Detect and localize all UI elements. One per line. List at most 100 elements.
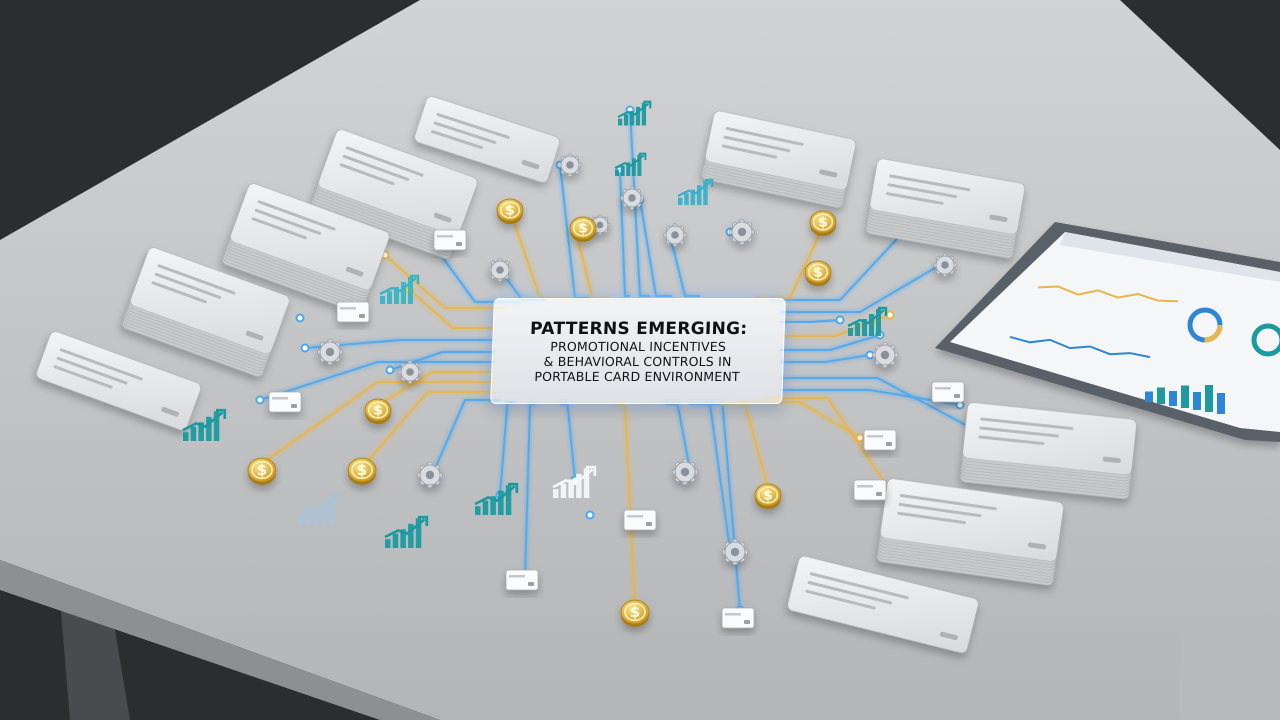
gear-icon: [722, 539, 748, 565]
table-edge: [0, 560, 440, 720]
wire-28: [780, 264, 941, 313]
table-corner: [1180, 620, 1280, 720]
wire-6: [369, 371, 495, 411]
svg-text:$: $: [578, 221, 588, 237]
wire-7: [259, 381, 495, 466]
card-stack: [221, 183, 390, 313]
tablet-bar: [1193, 392, 1201, 410]
wire-node: [585, 510, 595, 520]
wire-9: [429, 399, 500, 481]
wire-35: [619, 169, 630, 297]
table-leg-left: [60, 600, 130, 720]
gear-icon: [872, 342, 898, 368]
card-single: [414, 96, 560, 183]
icon-layer: $$$$$$$$$: [182, 100, 965, 629]
wire-16: [665, 403, 691, 471]
card-stacks: [36, 96, 1137, 654]
gear-icon: [672, 459, 698, 485]
trend-chart-icon: [379, 274, 420, 304]
card-stack: [876, 478, 1064, 586]
trend-chart-icon: [617, 100, 652, 126]
tablet-bar: [1145, 391, 1153, 402]
mini-card-icon: [268, 391, 302, 413]
wire-23: [780, 377, 976, 431]
wire-11: [524, 403, 535, 581]
tablet-dashboard: [935, 222, 1280, 442]
wire-41: [384, 254, 505, 309]
wire-8: [359, 391, 495, 471]
trend-chart-icon: [552, 465, 597, 498]
gear-icon: [729, 219, 755, 245]
wire-21: [765, 397, 891, 491]
wire-22: [780, 389, 961, 406]
dollar-coin-icon: $: [620, 599, 650, 627]
dollar-coin-icon: $: [809, 210, 837, 237]
mini-card-icon: [863, 429, 897, 451]
tablet-gauge: [1251, 323, 1280, 357]
tablet-bar-chart: [1145, 385, 1225, 414]
mini-card-icon: [853, 479, 887, 501]
wire-19: [720, 403, 771, 496]
wire-12: [560, 403, 576, 481]
card-single: [787, 555, 979, 654]
gear-icon: [933, 253, 957, 277]
dollar-coin-icon: $: [804, 260, 832, 287]
svg-text:$: $: [357, 462, 367, 479]
wire-29: [770, 224, 911, 301]
mini-card-icon: [931, 381, 965, 403]
trend-chart-icon: [182, 408, 227, 441]
wire-node: [885, 310, 895, 320]
card-stack: [309, 129, 478, 259]
headline-line-2: PROMOTIONAL INCENTIVES: [550, 338, 727, 354]
dollar-coin-icon: $: [364, 398, 392, 425]
tablet-bar: [1217, 393, 1225, 414]
trend-chart-icon: [297, 492, 342, 525]
card-stack: [959, 402, 1137, 500]
trend-chart-icon: [384, 515, 429, 548]
trend-chart-icon: [474, 482, 519, 515]
tablet-header-bar: [1060, 232, 1280, 282]
tablet-line-series: [1037, 285, 1179, 303]
wire-33: [639, 199, 672, 297]
card-stack: [865, 158, 1026, 259]
trend-chart-icon: [677, 178, 714, 205]
gear-icon: [488, 258, 512, 282]
gear-icon: [663, 223, 687, 247]
headline-line-4: PORTABLE CARD ENVIRONMENT: [534, 368, 741, 384]
wire-14: [615, 403, 636, 611]
wire-node: [855, 433, 865, 443]
gear-icon: [558, 153, 582, 177]
wire-5: [259, 361, 495, 401]
wire-node: [385, 365, 395, 375]
headline-line-1: PATTERNS EMERGING:: [529, 318, 748, 339]
wire-node: [255, 395, 265, 405]
tablet-bar: [1181, 385, 1189, 408]
trend-chart-icon: [847, 306, 888, 336]
tablet-line-chart: [1009, 285, 1179, 359]
gear-icon: [620, 186, 644, 210]
card-single: [36, 331, 201, 431]
mini-card-icon: [433, 229, 467, 251]
dollar-coin-icon: $: [247, 457, 277, 485]
wire-node: [955, 400, 965, 410]
wire-27: [780, 319, 841, 323]
wire-node: [835, 315, 845, 325]
gear-icon: [417, 462, 443, 488]
tablet-line-series: [1009, 335, 1151, 359]
svg-text:$: $: [813, 265, 823, 281]
svg-text:$: $: [373, 403, 383, 419]
gear-icon: [317, 339, 343, 365]
svg-text:$: $: [257, 462, 267, 479]
mini-card-icon: [721, 607, 755, 629]
svg-text:$: $: [630, 604, 640, 621]
svg-text:$: $: [763, 488, 773, 504]
card-stack: [701, 110, 857, 208]
dollar-coin-icon: $: [347, 457, 377, 485]
card-stack: [121, 247, 290, 377]
dollar-coin-icon: $: [754, 483, 782, 510]
wire-node: [300, 343, 310, 353]
svg-text:$: $: [818, 215, 828, 231]
mini-card-icon: [623, 509, 657, 531]
mini-card-icon: [505, 569, 539, 591]
